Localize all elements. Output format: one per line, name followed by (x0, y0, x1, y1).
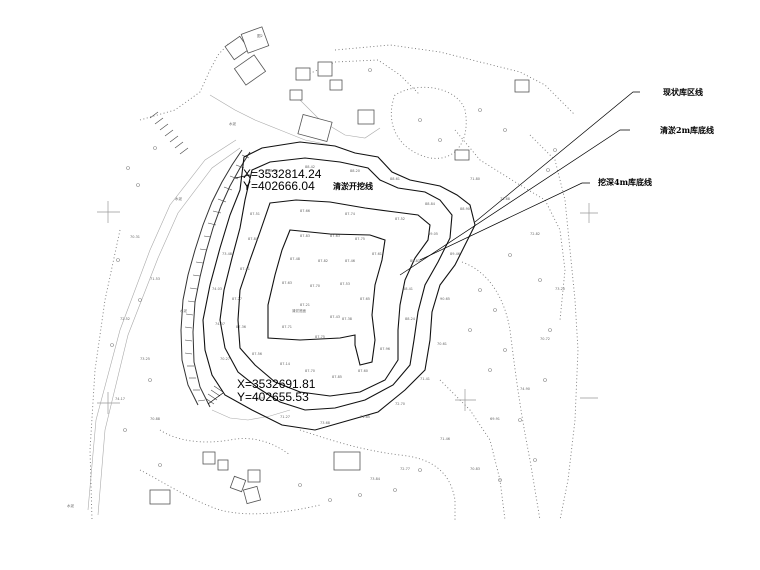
reservoir-boundary-lines (202, 141, 476, 431)
elevation-label: 71.85 (360, 415, 370, 419)
elevation-label: 70.72 (540, 337, 550, 341)
elevation-label: 72.52 (120, 317, 130, 321)
elevation-label: 87.85 (332, 375, 342, 379)
tree-symbol-icon (110, 68, 557, 502)
elevation-label: 88.42 (305, 165, 315, 169)
elevation-label: 87.83 (300, 234, 310, 238)
coord-south-x: X=3532691.81 (237, 377, 316, 391)
buildings (149, 26, 530, 505)
elevation-label: 87.82 (318, 259, 328, 263)
elevation-label: 71.80 (470, 177, 480, 181)
elevation-label: 72.77 (400, 467, 410, 471)
elevation-label: 73.25 (140, 357, 150, 361)
embankment-hatch (149, 111, 251, 408)
elevation-label: 89.05 (428, 232, 438, 236)
elevation-label: 89.46 (450, 252, 460, 256)
elevation-label: 88.61 (390, 177, 400, 181)
elevation-label: 73.20 (555, 287, 565, 291)
coord-north-x: X=3532814.24 (243, 167, 322, 181)
elevation-label: 73.84 (370, 477, 381, 481)
elevation-label: 87.52 (395, 217, 405, 221)
elevation-label: 87.70 (310, 284, 320, 288)
elevation-label: 70.83 (470, 467, 480, 471)
elevation-label: 87.63 (330, 234, 340, 238)
elevation-label: 70.61 (437, 342, 447, 346)
elevation-label: 88.90 (460, 207, 470, 211)
elevation-label: 90.65 (440, 297, 450, 301)
elevation-label: 87.74 (345, 212, 356, 216)
pond-label-west-1: 水泥 (229, 121, 236, 126)
grid-cross-icon (97, 201, 598, 414)
elevation-label: 70.31 (130, 235, 140, 239)
callout-excavate-4m-bottom: 挖深4m库底线 (598, 177, 652, 187)
elevation-label: 88.52 (268, 169, 278, 173)
elevation-label: 72.70 (395, 402, 405, 406)
elevation-label: 87.71 (282, 325, 292, 329)
elevation-label: 87.75 (315, 335, 325, 339)
elevation-label: 87.36 (236, 325, 246, 329)
elevation-label: 88.20 (350, 169, 360, 173)
elevation-label: 71.27 (280, 415, 290, 419)
elevation-label: 88.83 (410, 259, 420, 263)
elevation-label: 87.66 (300, 209, 310, 213)
elevation-label: 87.27 (232, 297, 242, 301)
elevation-label: 88.24 (405, 317, 416, 321)
elevation-label: 88.41 (403, 287, 413, 291)
elevation-label: 74.07 (215, 322, 225, 326)
elevation-label: 71.53 (150, 277, 160, 281)
coord-north-y: Y=402666.04 (243, 179, 315, 193)
elevation-label: 87.14 (280, 362, 291, 366)
elevation-label: 87.38 (342, 317, 352, 321)
elevation-label: 73.48 (222, 252, 232, 256)
inner-area-label: 清淤底面 (292, 308, 306, 313)
elevation-label: 87.60 (358, 369, 368, 373)
callout-leaders (207, 91, 640, 405)
elevation-label: 87.75 (355, 237, 365, 241)
elevation-label: 74.03 (212, 287, 222, 291)
elevation-label: 70.27 (220, 357, 230, 361)
excavate-4m-bottom-line (267, 229, 386, 366)
elevation-label: 87.84 (248, 237, 259, 241)
elevation-label: 87.41 (240, 267, 250, 271)
elevation-label: 87.51 (250, 212, 260, 216)
elevation-label: 87.46 (345, 259, 355, 263)
pond-label-south: 水泥 (180, 308, 187, 313)
elevation-label: 73.68 (320, 421, 330, 425)
callout-dredge-excavation: 清淤开挖线 (333, 181, 373, 191)
elevation-label: 74.17 (115, 397, 125, 401)
elevation-labels: 87.83 87.63 87.75 87.48 87.82 87.46 87.61 87.63… (115, 165, 565, 481)
elevation-label: 71.46 (440, 437, 450, 441)
elevation-label: 87.61 (372, 252, 382, 256)
pond-label-west-2: 水泥 (175, 196, 182, 201)
elevation-label: 88.84 (425, 202, 436, 206)
elevation-label: 70.77 (255, 397, 265, 401)
elevation-label: 87.21 (300, 303, 310, 307)
elevation-label: 87.70 (305, 369, 315, 373)
elevation-label: 87.43 (330, 315, 340, 319)
elevation-label: 87.56 (252, 352, 262, 356)
elevation-label: 87.48 (290, 257, 300, 261)
callout-dredge-2m-bottom: 清淤2m库底线 (660, 125, 714, 135)
dredge-excavation-line (219, 157, 453, 411)
elevation-label: 71.41 (420, 377, 430, 381)
elevation-label: 87.53 (340, 282, 350, 286)
elevation-label: 70.88 (150, 417, 160, 421)
elevation-label: 74.90 (520, 387, 530, 391)
elevation-label: 87.63 (282, 281, 292, 285)
elevation-label: 72.82 (530, 232, 540, 236)
building-label-top: 图2 (257, 34, 263, 38)
elevation-label: 87.96 (380, 347, 390, 351)
elevation-label: 71.68 (500, 197, 510, 201)
elevation-label: 69.91 (490, 417, 500, 421)
pond-label-southwest: 水泥 (67, 503, 74, 508)
dredge-2m-bottom-line (237, 199, 431, 397)
existing-boundary-line (202, 141, 476, 431)
elevation-label: 87.65 (360, 297, 370, 301)
coord-south-y: Y=402655.53 (237, 390, 309, 404)
terrain-lines (87, 41, 579, 521)
callout-existing-boundary: 现状库区线 (663, 87, 703, 97)
